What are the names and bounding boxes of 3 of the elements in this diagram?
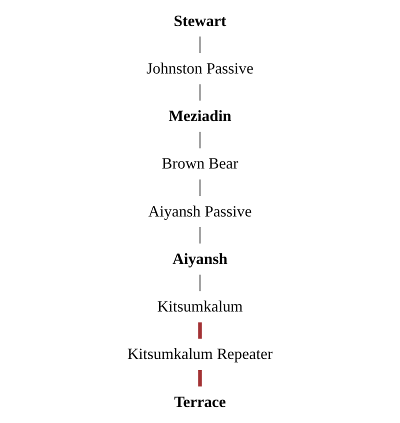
place-name: Aiyansh Passive [140,196,260,227]
connector-line [198,370,202,386]
connector-line [198,322,202,339]
